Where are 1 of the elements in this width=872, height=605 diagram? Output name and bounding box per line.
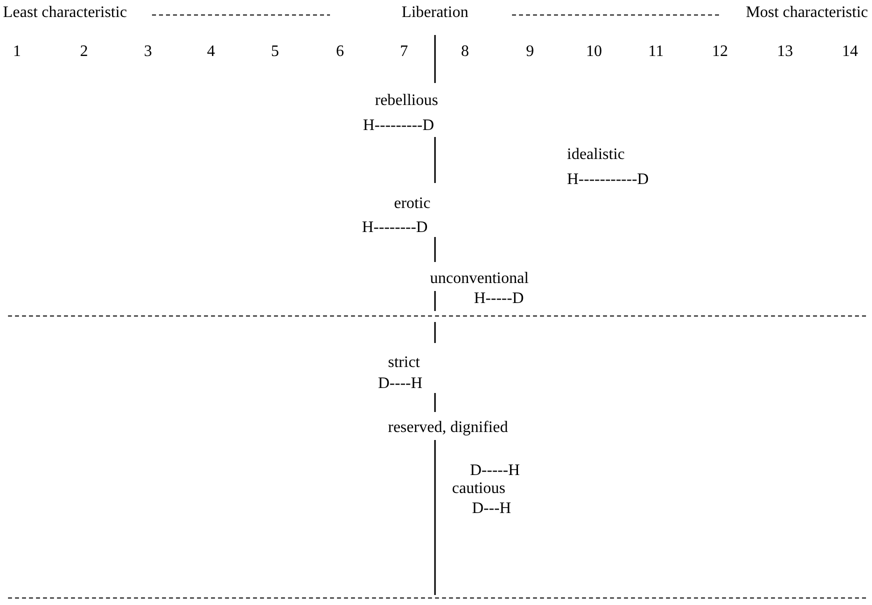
trait-label: reserved, dignified bbox=[388, 418, 508, 438]
